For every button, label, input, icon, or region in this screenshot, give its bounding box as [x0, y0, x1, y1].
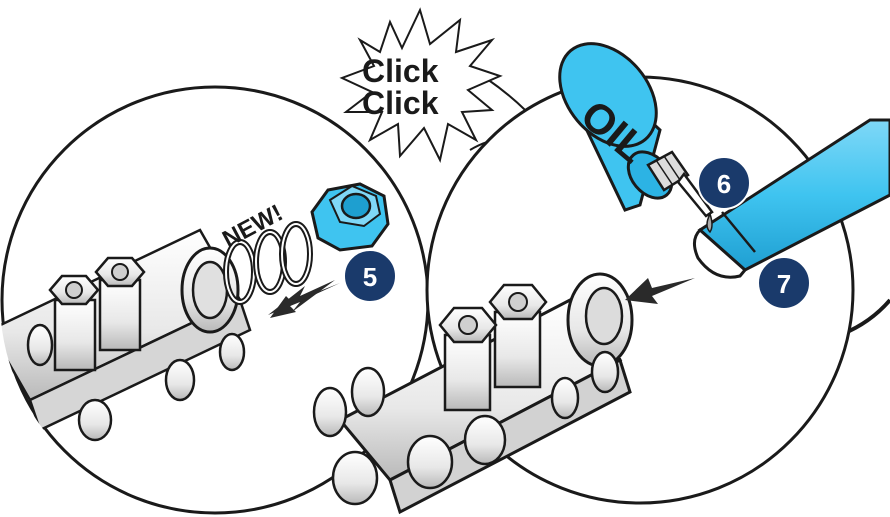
step-number: 5	[363, 262, 377, 292]
click-burst: Click Click	[342, 10, 500, 160]
step-number: 6	[717, 169, 731, 199]
nut-icon	[312, 184, 388, 250]
click-text-1: Click	[362, 53, 439, 89]
step-badge-5: 5	[344, 250, 396, 302]
click-text-2: Click	[362, 85, 439, 121]
step-badge-7: 7	[758, 257, 810, 309]
step-badge-6: 6	[698, 157, 750, 209]
step-number: 7	[777, 269, 791, 299]
